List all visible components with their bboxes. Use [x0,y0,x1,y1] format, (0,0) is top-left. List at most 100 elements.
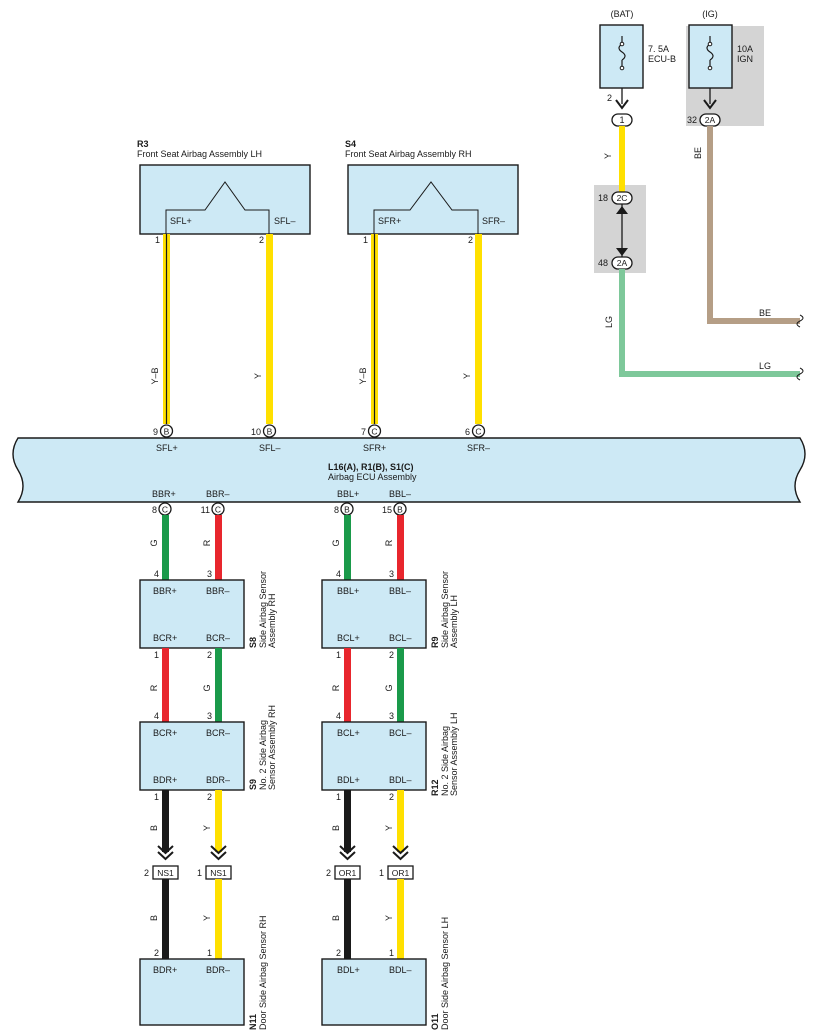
wire-bat-label: Y [603,153,613,159]
wire-rh-y1 [215,790,222,852]
svg-text:BDL+: BDL+ [337,965,360,975]
svg-text:BCL+: BCL+ [337,728,360,738]
ecu-bottom-pin-2: BBR– 11 C [201,489,230,516]
svg-text:R: R [331,684,341,691]
svg-text:1: 1 [154,792,159,802]
rh-side-chain: G R 4 3 BBR+ BBR– BCR+ BCR– S8 Side Airb… [139,515,277,1030]
wire-lg-label-h: LG [759,361,771,371]
bat-fuse-amp: 7. 5A [648,44,669,54]
s4-code: S4 [345,139,356,149]
svg-text:BBL+: BBL+ [337,586,359,596]
s8-code: S8 [248,637,258,648]
airbag-ecu: L16(A), R1(B), S1(C) Airbag ECU Assembly… [12,424,806,516]
svg-text:1: 1 [389,948,394,958]
wire-lh-r1 [397,515,404,580]
wire-lg-break-icon [796,367,804,381]
svg-text:BDR–: BDR– [206,775,230,785]
bat-fuse-icon [618,36,626,71]
svg-text:BBR–: BBR– [206,489,230,499]
ig-pin: 32 [687,115,697,125]
s4-squib-icon [373,181,479,234]
svg-text:BCR+: BCR+ [153,728,177,738]
or1-right-arrow-icon [392,845,409,861]
svg-text:SFR–: SFR– [467,443,490,453]
svg-text:BCL–: BCL– [389,633,412,643]
svg-text:OR1: OR1 [339,868,357,878]
svg-text:2: 2 [154,948,159,958]
svg-text:R: R [149,684,159,691]
ig-fuse-amp: 10A [737,44,753,54]
wire-rh-r2 [162,648,169,722]
svg-text:Y: Y [202,915,212,921]
svg-text:G: G [384,684,394,691]
ig-fuse-name: IGN [737,54,753,64]
svg-text:1: 1 [336,650,341,660]
junction-top-conn-label: 2C [617,193,628,203]
o11-box [321,958,427,1026]
svg-text:BBL–: BBL– [389,586,411,596]
svg-text:2: 2 [336,948,341,958]
wire-be-label-h: BE [759,308,771,318]
wire-s4-y [475,234,482,424]
svg-text:B: B [397,505,403,515]
r3-term-right: SFL– [274,216,296,226]
s8-name-1: Side Airbag Sensor [258,571,268,648]
s9-box [139,721,245,791]
svg-text:SFL–: SFL– [259,443,281,453]
r3-term-left: SFL+ [170,216,192,226]
svg-text:B: B [344,505,350,515]
svg-text:1: 1 [197,868,202,878]
or1-left-arrow-icon [339,845,356,861]
ecu-top-pin-2: 10 B SFL– [251,424,281,453]
ig-arrow-icon [703,99,717,110]
wire-rh-y2 [215,879,222,959]
svg-text:R: R [384,539,394,546]
svg-text:BCL+: BCL+ [337,633,360,643]
ig-fuse-box [688,24,733,89]
wire-rh-b1 [162,790,169,852]
ecu-top-pin-3: 7 C SFR+ [361,424,386,453]
svg-text:NS1: NS1 [210,868,227,878]
ecu-box [12,437,806,503]
ns1-right-arrow-icon [210,845,227,861]
junction-top-pin: 18 [598,193,608,203]
svg-text:BDR+: BDR+ [153,965,177,975]
svg-text:BCR+: BCR+ [153,633,177,643]
junction-up-arrow-icon [616,206,628,214]
ecu-bottom-pin-1: BBR+ 8 C [152,489,176,516]
s4-term-left: SFR+ [378,216,401,226]
svg-text:BCL–: BCL– [389,728,412,738]
r3-pin-right: 2 [259,235,264,245]
svg-text:BDL–: BDL– [389,965,412,975]
svg-text:2: 2 [389,650,394,660]
svg-text:2: 2 [207,792,212,802]
svg-text:B: B [149,825,159,831]
junction-bottom-conn-label: 2A [617,258,628,268]
wire-lh-y1 [397,790,404,852]
wire-s4-left-label: Y–B [358,367,368,384]
wire-lg-label-v: LG [604,316,614,328]
svg-text:NS1: NS1 [157,868,174,878]
wire-be-break-icon [796,314,804,328]
svg-text:C: C [215,505,221,515]
lh-side-chain: G R 4 3 BBL+ BBL– BCL+ BCL– R9 Side Airb… [321,515,459,1030]
svg-text:15: 15 [382,505,392,515]
svg-text:BBL+: BBL+ [337,489,359,499]
svg-text:SFL+: SFL+ [156,443,178,453]
o11-name: Door Side Airbag Sensor LH [440,917,450,1030]
ig-connector-label: 2A [705,115,716,125]
svg-text:BDL+: BDL+ [337,775,360,785]
s4-assembly: S4 Front Seat Airbag Assembly RH SFR+ SF… [345,139,519,245]
o11-code: O11 [430,1013,440,1030]
svg-text:3: 3 [389,711,394,721]
n11-name: Door Side Airbag Sensor RH [258,915,268,1030]
s4-box [347,164,519,235]
wire-rh-b2 [162,879,169,959]
svg-text:9: 9 [153,427,158,437]
r12-code: R12 [430,779,440,796]
wire-rh-r1 [215,515,222,580]
s4-pin-left: 1 [363,235,368,245]
wire-r3-y [266,234,273,424]
bat-connector-label: 1 [619,115,624,125]
